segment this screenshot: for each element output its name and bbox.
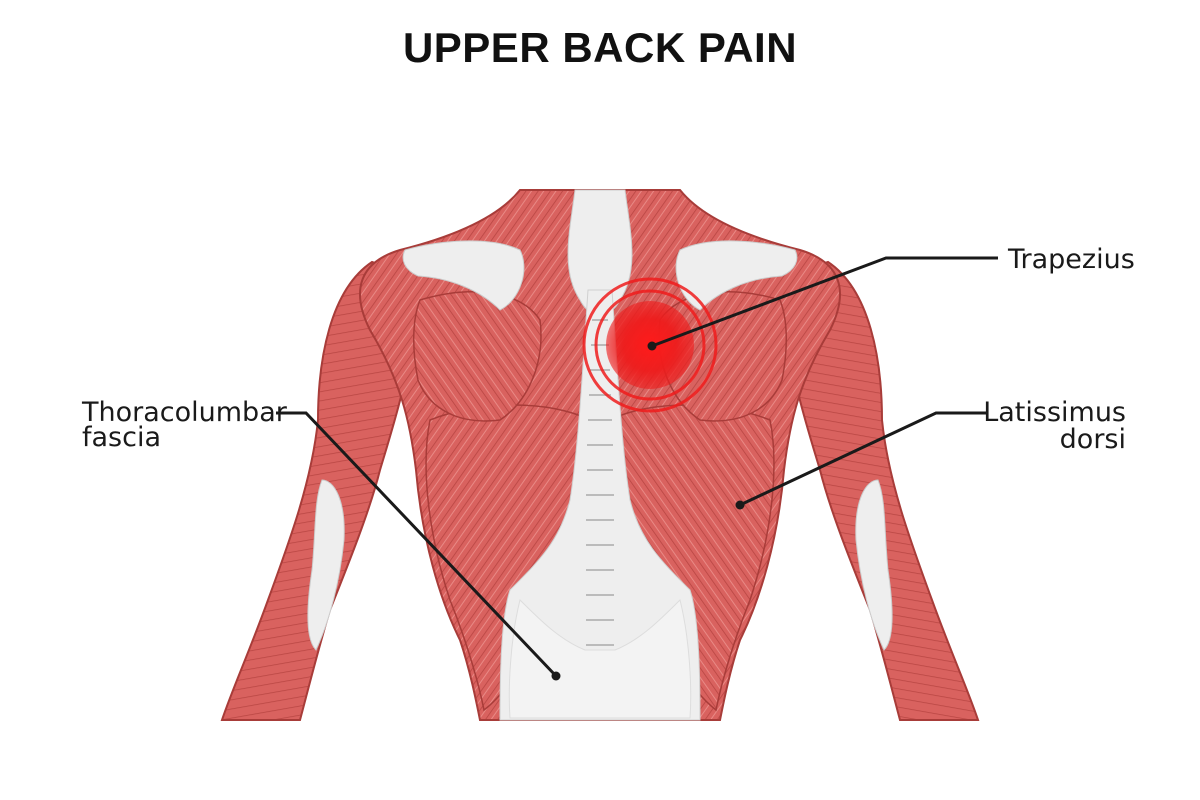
torso-illustration <box>220 189 980 721</box>
latissimus-leader-line <box>739 411 988 507</box>
thoracolumbar-leader-line <box>276 411 558 678</box>
spine-tendon <box>499 289 701 721</box>
right-forearm-tendon <box>855 479 893 651</box>
pain-ring-middle <box>594 289 706 401</box>
trapezius-leader-line <box>651 256 998 348</box>
thoracolumbar-leader-dot <box>551 671 561 681</box>
left-forearm-tendon <box>307 479 345 651</box>
trapezius-leader-dot <box>647 341 657 351</box>
label-thoracolumbar-group: Thoracolumbar fascia <box>81 397 561 681</box>
label-trapezius: Trapezius <box>1007 244 1135 275</box>
right-acromion-tendon <box>675 240 798 311</box>
label-latissimus-line1: Latissimus <box>983 397 1126 428</box>
thoracolumbar-fascia-area <box>508 599 692 719</box>
label-latissimus-group: Latissimus dorsi <box>735 397 1126 510</box>
label-latissimus-line2: dorsi <box>1060 424 1126 455</box>
label-thoracolumbar-line1: Thoracolumbar <box>81 397 288 428</box>
label-trapezius-group: Trapezius <box>647 244 1135 351</box>
label-thoracolumbar-line2: fascia <box>82 422 161 453</box>
page-title: UPPER BACK PAIN <box>402 24 798 71</box>
pain-ring-outer <box>582 277 718 413</box>
latissimus-leader-dot <box>735 500 745 510</box>
left-acromion-tendon <box>402 240 525 311</box>
